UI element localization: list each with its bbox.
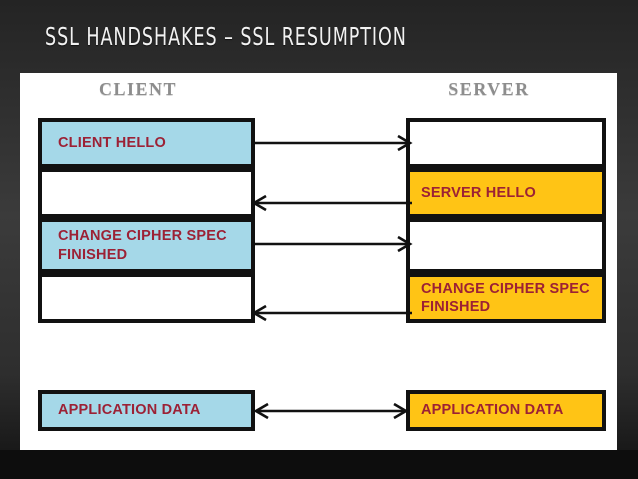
column-caption-server: SERVER [448, 79, 530, 99]
client-box-label: APPLICATION DATA [58, 402, 201, 419]
server-box-change-cipher-spec-finished[interactable]: CHANGE CIPHER SPEC FINISHED [406, 273, 606, 323]
client-box-client-hello[interactable]: CLIENT HELLO [38, 118, 255, 168]
client-box-application-data[interactable]: APPLICATION DATA [38, 390, 255, 431]
server-box-wait-1[interactable] [406, 118, 606, 168]
server-box-label: CHANGE CIPHER SPEC FINISHED [421, 280, 590, 315]
server-box-application-data[interactable]: APPLICATION DATA [406, 390, 606, 431]
client-box-label: CHANGE CIPHER SPEC FINISHED [58, 228, 227, 263]
server-box-wait-2[interactable] [406, 218, 606, 273]
server-box-server-hello[interactable]: SERVER HELLO [406, 168, 606, 218]
client-box-change-cipher-spec-finished[interactable]: CHANGE CIPHER SPEC FINISHED [38, 218, 255, 273]
column-caption-client: CLIENT [98, 79, 178, 99]
client-box-wait-1[interactable] [38, 168, 255, 218]
client-box-label: CLIENT HELLO [58, 134, 166, 151]
client-hello-arrow [252, 134, 413, 152]
client-box-wait-2[interactable] [38, 273, 255, 323]
diagram-panel: CLIENT SERVER CLIENT HELLO CHANGE CIPHER… [20, 73, 617, 450]
server-box-label: SERVER HELLO [421, 184, 536, 201]
server-hello-arrow [251, 194, 412, 212]
client-ccs-finished-arrow [252, 235, 413, 253]
application-data-arrow [253, 402, 409, 420]
server-ccs-finished-arrow [251, 304, 412, 322]
footer-strip [0, 450, 638, 479]
page-title: SSL HANDSHAKES – SSL RESUMPTION [45, 22, 407, 51]
server-box-label: APPLICATION DATA [421, 402, 564, 419]
